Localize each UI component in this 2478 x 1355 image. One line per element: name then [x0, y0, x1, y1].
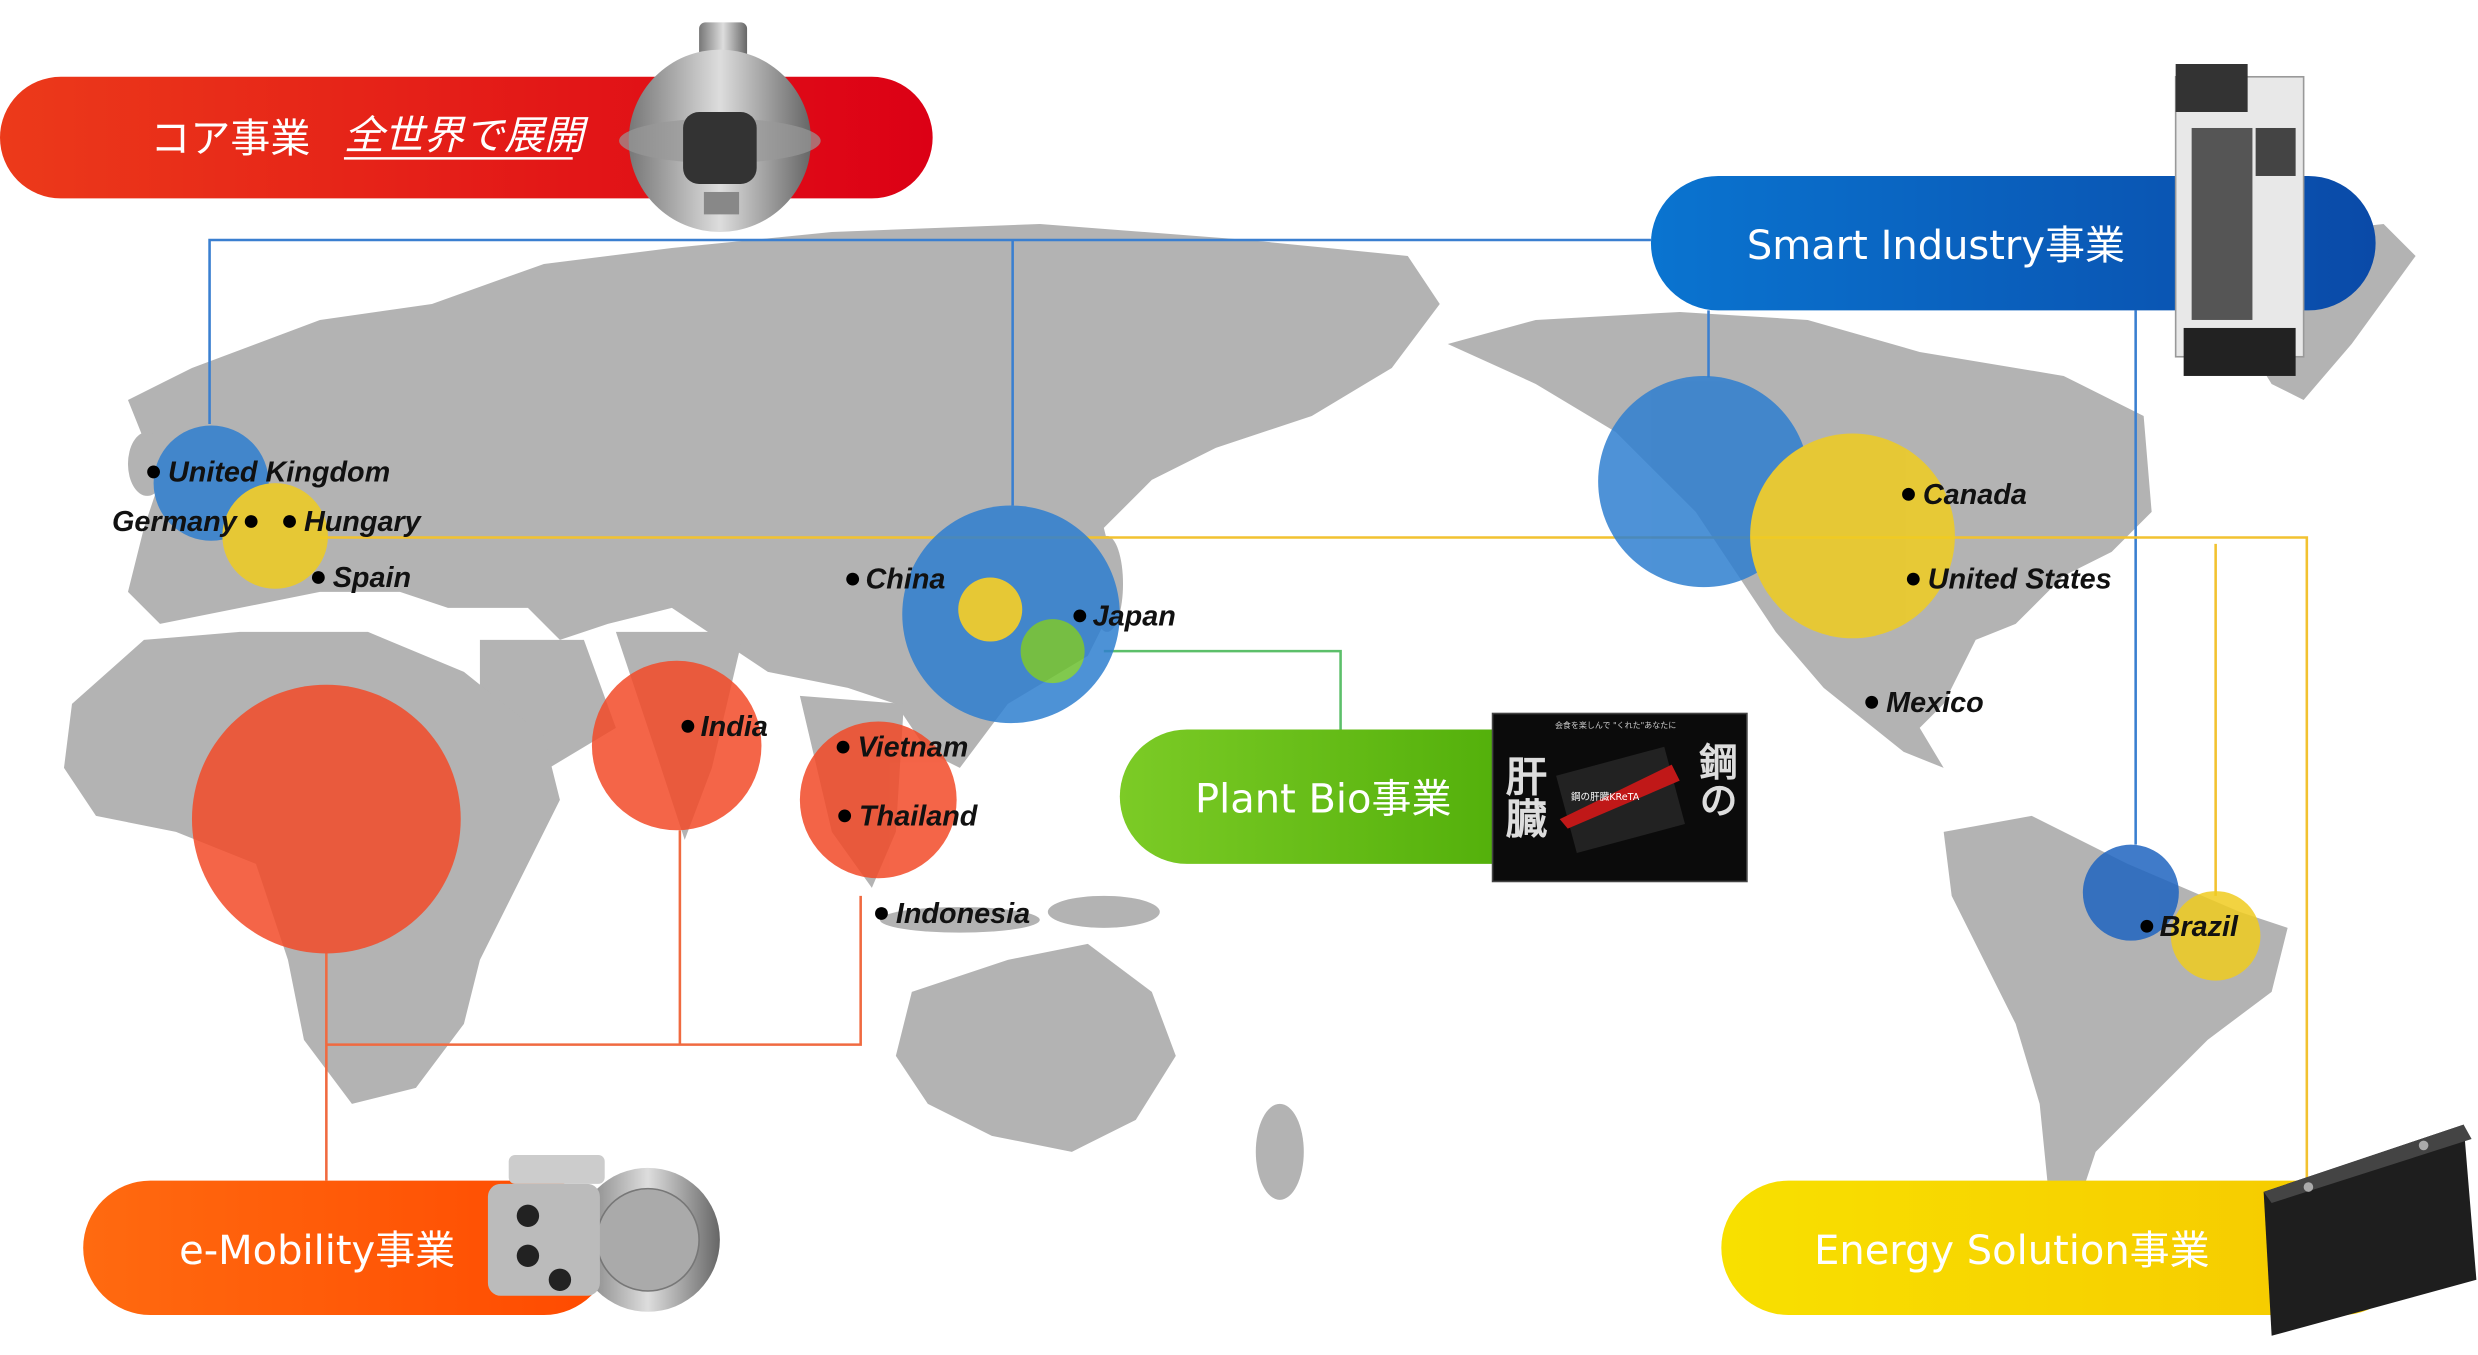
plant-bio-banner[interactable]: Plant Bio事業 肝臓 鋼の 会食を楽しんで "くれた"あなたに 鋼の肝臓… [1119, 712, 1748, 883]
kreta-product-image: 肝臓 鋼の 会食を楽しんで "くれた"あなたに 鋼の肝臓KReTA [1491, 712, 1748, 883]
location-dot [283, 515, 296, 528]
location-dot [1865, 695, 1879, 709]
location-dot [838, 809, 852, 823]
new-guinea [1047, 895, 1160, 928]
ad-big-text-1: 肝臓 [1498, 755, 1547, 838]
na-energy-circle [1750, 433, 1955, 639]
location-hungary: Hungary [304, 506, 423, 538]
location-dot [311, 571, 325, 584]
e-mobility-banner[interactable]: e-Mobility事業 [83, 1155, 720, 1315]
location-india: India [701, 711, 768, 743]
mobility-banner-bg [83, 1180, 612, 1315]
asia-energy-circle [958, 577, 1023, 642]
location-indonesia: Indonesia [896, 898, 1030, 930]
location-dot [1902, 487, 1915, 501]
location-dot [836, 740, 850, 754]
core-banner-subtitle: 全世界で展開 [344, 113, 589, 159]
ad-brand: 鋼の肝臓KReTA [1571, 791, 1640, 803]
ad-tagline: 会食を楽しんで "くれた"あなたに [1555, 720, 1676, 730]
world-map [63, 223, 2416, 1200]
asia-bio-circle [1020, 619, 1085, 684]
mobility-banner-title: e-Mobility事業 [179, 1228, 455, 1274]
location-japan: Japan [1093, 601, 1176, 633]
eurasia [127, 223, 1440, 768]
bio-banner-bg [1119, 729, 1584, 864]
inspection-machine-image [2174, 63, 2305, 376]
location-canada: Canada [1923, 479, 2027, 511]
location-brazil: Brazil [2160, 911, 2239, 943]
australia [895, 943, 1176, 1152]
location-dot [1073, 609, 1087, 623]
sea-mobility-circle [799, 721, 957, 879]
differential-gear-image [619, 22, 821, 232]
india-mobility-circle [591, 660, 762, 831]
region-circles [153, 375, 2261, 981]
location-dot [244, 515, 258, 528]
location-dot [2140, 919, 2154, 933]
location-vietnam: Vietnam [857, 732, 968, 764]
brazil-smart-circle [2082, 844, 2179, 941]
location-dot [1906, 572, 1920, 586]
brazil-energy-circle [2170, 891, 2261, 981]
location-dot [147, 465, 160, 479]
ad-big-text-2: 鋼の [1692, 742, 1737, 819]
core-business-banner[interactable]: コア事業 全世界で展開 [0, 22, 933, 232]
energy-solution-banner[interactable]: Energy Solution事業 [1721, 1124, 2477, 1336]
location-labels: United Kingdom Germany Hungary Spain Chi… [112, 457, 2239, 943]
location-thailand: Thailand [859, 800, 979, 832]
battery-module-image [2263, 1124, 2477, 1336]
location-china: China [865, 564, 945, 596]
energy-banner-title: Energy Solution事業 [1814, 1228, 2210, 1274]
indonesia-islands [879, 907, 1040, 933]
location-spain: Spain [333, 562, 411, 594]
smart-industry-banner[interactable]: Smart Industry事業 [1650, 63, 2376, 376]
energy-banner-bg [1721, 1180, 2410, 1315]
core-banner-title: コア事業 [150, 116, 310, 162]
location-dot [681, 719, 695, 733]
location-united-kingdom: United Kingdom [168, 457, 390, 489]
bio-banner-title: Plant Bio事業 [1195, 777, 1451, 823]
location-germany: Germany [112, 506, 239, 538]
new-zealand [1255, 1103, 1304, 1200]
location-mexico: Mexico [1886, 687, 1984, 719]
europe-energy-circle [222, 483, 328, 589]
smart-banner-title: Smart Industry事業 [1747, 223, 2125, 269]
e-axle-motor-image [487, 1155, 720, 1312]
location-dot [846, 572, 860, 586]
location-dot [875, 907, 888, 920]
location-united-states: United States [1928, 564, 2112, 596]
africa-mobility-circle [191, 684, 461, 954]
